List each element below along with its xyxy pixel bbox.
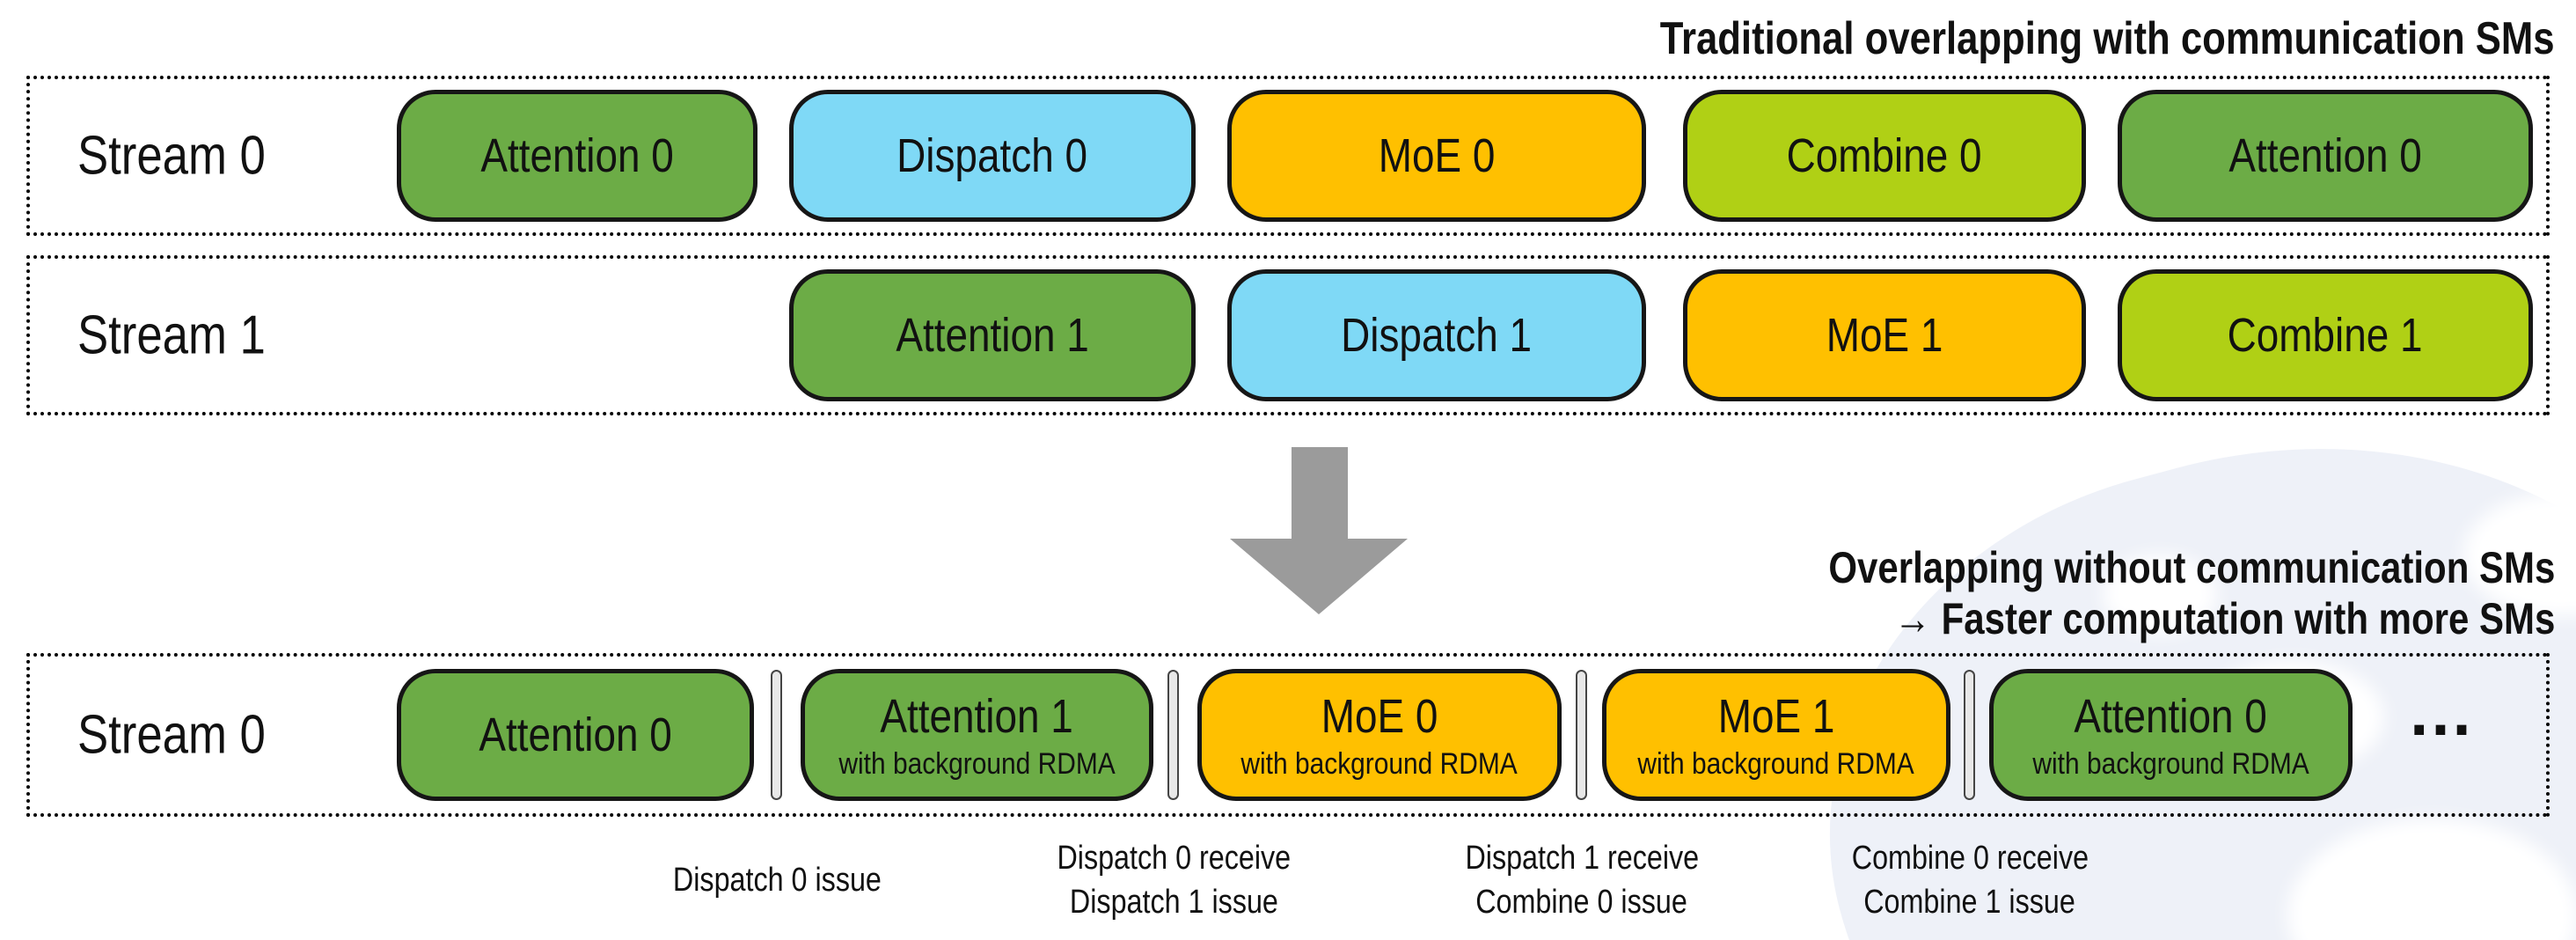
block-moe-1: MoE 1 xyxy=(1683,269,2086,401)
block-dispatch-1: Dispatch 1 xyxy=(1227,269,1646,401)
watermark-swirl xyxy=(2103,554,2217,634)
block-combine-0: Combine 0 xyxy=(1683,90,2086,222)
stream-label: Stream 0 xyxy=(77,125,266,187)
lane-traditional-stream0: Stream 0 Attention 0 Dispatch 0 MoE 0 Co… xyxy=(26,76,2550,236)
down-arrow-head xyxy=(1230,539,1408,614)
stream-label: Stream 1 xyxy=(77,305,266,366)
block-sublabel: with background RDMA xyxy=(1637,746,1915,781)
event-label-dispatch0-issue: Dispatch 0 issue xyxy=(548,834,1006,926)
event-line: Combine 1 issue xyxy=(1863,884,2076,921)
block-sublabel: with background RDMA xyxy=(838,746,1116,781)
bottom-title-line2: → Faster computation with more SMs xyxy=(1893,594,2555,643)
block-label: Combine 0 xyxy=(1787,129,1982,182)
block-moe-1-rdma: MoE 1 with background RDMA xyxy=(1602,669,1950,801)
ellipsis-icon: … xyxy=(2407,675,2483,750)
block-label: Attention 0 xyxy=(479,709,672,761)
block-label: MoE 0 xyxy=(1321,689,1438,743)
block-label: Dispatch 1 xyxy=(1341,309,1533,362)
stream-label: Stream 0 xyxy=(77,704,266,766)
block-sublabel: with background RDMA xyxy=(1240,746,1519,781)
event-line: Combine 0 issue xyxy=(1475,884,1688,921)
block-dispatch-0: Dispatch 0 xyxy=(789,90,1196,222)
block-label: MoE 1 xyxy=(1826,309,1943,362)
block-moe-0: MoE 0 xyxy=(1227,90,1646,222)
block-label: MoE 0 xyxy=(1378,129,1496,182)
block-label: Attention 0 xyxy=(2074,689,2268,743)
block-combine-1: Combine 1 xyxy=(2118,269,2533,401)
block-attention-0-next: Attention 0 xyxy=(2118,90,2533,222)
bottom-section-title: Overlapping without communication SMs → … xyxy=(1828,542,2555,644)
lane-overlapped-stream0: Stream 0 Attention 0 Attention 1 with ba… xyxy=(26,653,2550,817)
block-label: Dispatch 0 xyxy=(896,129,1088,182)
block-attention-1: Attention 1 xyxy=(789,269,1196,401)
block-attention-0-next-rdma: Attention 0 with background RDMA xyxy=(1989,669,2353,801)
block-attention-0: Attention 0 xyxy=(397,669,754,801)
block-moe-0-rdma: MoE 0 with background RDMA xyxy=(1197,669,1562,801)
sync-barrier-2 xyxy=(1167,670,1179,800)
event-line: Dispatch 1 issue xyxy=(1069,884,1278,921)
block-sublabel: with background RDMA xyxy=(2032,746,2309,781)
lane-traditional-stream1: Stream 1 Attention 1 Dispatch 1 MoE 1 Co… xyxy=(26,255,2550,415)
down-arrow-stem xyxy=(1292,447,1348,540)
event-label-dispatch1-receive-combine0-issue: Dispatch 1 receive Combine 0 issue xyxy=(1353,834,1811,926)
block-attention-0: Attention 0 xyxy=(397,90,757,222)
top-section-title: Traditional overlapping with communicati… xyxy=(1660,13,2555,64)
block-label: Attention 0 xyxy=(2228,129,2422,182)
sync-barrier-3 xyxy=(1576,670,1587,800)
block-label: Attention 0 xyxy=(480,129,674,182)
bottom-title-line1: Overlapping without communication SMs xyxy=(1827,543,2555,592)
block-label: MoE 1 xyxy=(1717,689,1835,743)
event-line: Dispatch 0 issue xyxy=(672,862,882,899)
event-label-combine0-receive-combine1-issue: Combine 0 receive Combine 1 issue xyxy=(1741,834,2199,926)
sync-barrier-1 xyxy=(771,670,782,800)
block-label: Combine 1 xyxy=(2228,309,2423,362)
event-line: Combine 0 receive xyxy=(1851,840,2089,877)
block-attention-1-rdma: Attention 1 with background RDMA xyxy=(801,669,1153,801)
event-line: Dispatch 0 receive xyxy=(1057,840,1291,877)
event-line: Dispatch 1 receive xyxy=(1465,840,1699,877)
block-label: Attention 1 xyxy=(896,309,1089,362)
sync-barrier-4 xyxy=(1964,670,1975,800)
block-label: Attention 1 xyxy=(880,689,1074,743)
event-label-dispatch0-receive-dispatch1-issue: Dispatch 0 receive Dispatch 1 issue xyxy=(945,834,1402,926)
